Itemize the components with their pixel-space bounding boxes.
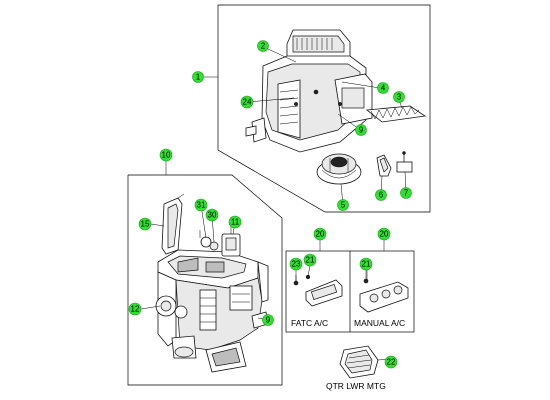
callout-7: 7 — [400, 187, 412, 199]
callout-11: 11 — [228, 215, 242, 229]
callout-12-label: 12 — [131, 305, 140, 314]
blower-unit-housing — [245, 29, 373, 153]
callout-3: 3 — [393, 91, 405, 103]
callout-15-label: 15 — [141, 220, 150, 229]
callout-6-label: 6 — [379, 191, 384, 200]
cabin-air-filter — [365, 105, 427, 123]
callout-24: 24 — [240, 95, 254, 109]
evap-sensor — [199, 230, 219, 251]
callout-21-left-label: 21 — [306, 256, 315, 265]
callout-1: 1 — [192, 71, 204, 83]
manual-control-module — [359, 270, 409, 313]
blower-motor — [316, 153, 362, 185]
callout-20-left: 20 — [313, 227, 327, 241]
callout-4: 4 — [377, 82, 389, 94]
callout-24-label: 24 — [243, 98, 252, 107]
callout-10-label: 10 — [162, 151, 171, 160]
heater-case-assembly — [155, 249, 269, 373]
callout-6: 6 — [375, 189, 387, 201]
callout-10: 10 — [159, 148, 173, 162]
callout-11-label: 11 — [231, 218, 240, 227]
fatc-control-module — [293, 274, 343, 307]
callout-5-label: 5 — [341, 201, 346, 210]
callout-22-label: 22 — [387, 358, 396, 367]
group-frame-control-assy — [285, 250, 415, 333]
caption-fatc: FATC A/C — [291, 318, 328, 328]
qtr-lower-mtg-grille — [339, 345, 379, 379]
group-frame-heater-case — [127, 174, 283, 386]
callout-20-right-label: 20 — [380, 230, 389, 239]
callout-5: 5 — [337, 199, 349, 211]
callout-23: 23 — [289, 257, 303, 271]
group-frame-blower-unit — [217, 4, 431, 213]
callout-31-label: 31 — [197, 201, 206, 210]
callout-1-label: 1 — [196, 73, 201, 82]
callout-7-label: 7 — [404, 189, 409, 198]
heater-core-panel — [161, 193, 185, 255]
callout-3-label: 3 — [397, 93, 402, 102]
callout-2-label: 2 — [261, 42, 266, 51]
callout-20-left-label: 20 — [316, 230, 325, 239]
callout-21-right: 21 — [359, 257, 373, 271]
callout-30: 30 — [205, 208, 219, 222]
callout-9-lower-label: 9 — [266, 316, 271, 325]
callout-15: 15 — [138, 217, 152, 231]
callout-12: 12 — [128, 302, 142, 316]
callout-9-lower: 9 — [262, 314, 274, 326]
callout-4-label: 4 — [381, 84, 386, 93]
callout-21-right-label: 21 — [362, 260, 371, 269]
caption-manual: MANUAL A/C — [354, 318, 405, 328]
callout-22: 22 — [384, 355, 398, 369]
callout-21-left: 21 — [303, 253, 317, 267]
temp-actuator — [221, 226, 241, 257]
callout-30-label: 30 — [208, 211, 217, 220]
callout-9-upper: 9 — [355, 124, 367, 136]
callout-9-upper-label: 9 — [359, 126, 364, 135]
callout-31: 31 — [194, 198, 208, 212]
blower-resistor — [396, 151, 413, 173]
callout-20-right: 20 — [377, 227, 391, 241]
callout-2: 2 — [257, 40, 269, 52]
mode-actuator — [376, 154, 392, 177]
caption-qtr-lwr-mtg: QTR LWR MTG — [326, 381, 386, 391]
callout-23-label: 23 — [292, 260, 301, 269]
